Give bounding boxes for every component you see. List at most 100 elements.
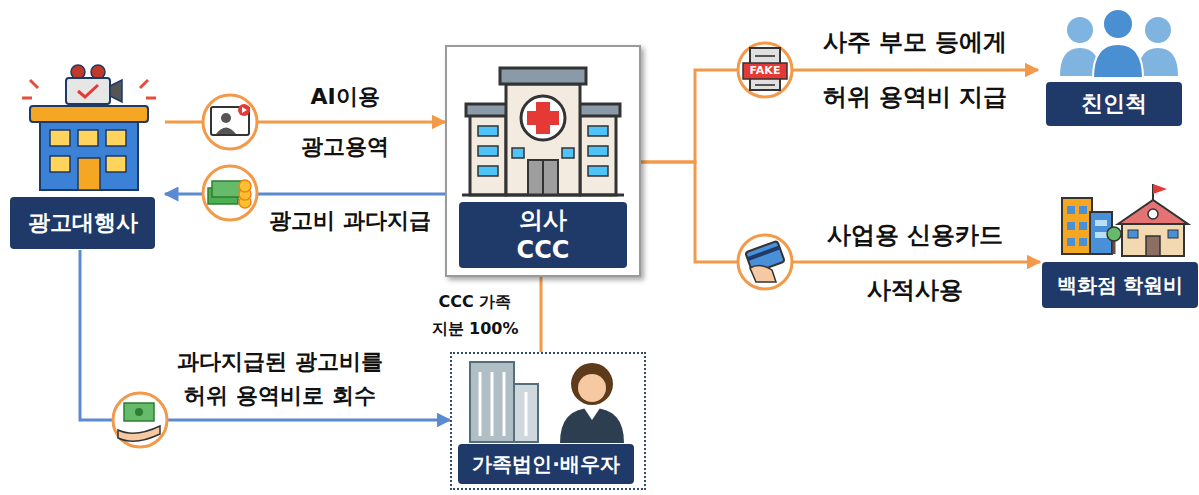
hospital-icon [478, 146, 498, 156]
agency-building-icon [30, 80, 38, 88]
money-hand-badge [135, 408, 143, 416]
node-label-box: 광고대행사 [10, 197, 155, 249]
stamp-text: FAKE [743, 63, 787, 79]
agency-building-icon [71, 65, 85, 79]
credit-card-badge [750, 265, 776, 282]
people-icon [1138, 48, 1178, 76]
credit-card-badge [738, 235, 792, 289]
money-badge [239, 196, 251, 208]
buildings-icon [1079, 238, 1087, 246]
video-ad-badge [216, 128, 236, 135]
edge-label: CCC 가족 지분 100% [425, 288, 525, 342]
agency-building-icon [87, 104, 90, 106]
node-label-box: 의사 CCC [459, 202, 627, 268]
hospital-icon [528, 160, 558, 195]
hospital-icon [527, 111, 559, 125]
flow-arrow [540, 277, 543, 352]
node-box: 광고대행사 [10, 60, 160, 250]
node-box: 백화점 학원비 [1042, 186, 1198, 310]
hospital-icon [478, 126, 498, 136]
agency-building-icon [40, 118, 138, 190]
node-box: 의사 CCC [445, 45, 641, 277]
video-ad-badge [211, 107, 249, 135]
hospital-icon [462, 194, 624, 197]
money-badge [203, 166, 257, 220]
agency-building-icon [91, 65, 105, 79]
hospital-icon [478, 166, 498, 176]
node-label: 광고대행사 [28, 209, 138, 237]
money-badge [212, 181, 242, 197]
buildings-icon [1062, 184, 1188, 256]
buildings-icon [1090, 212, 1112, 254]
buildings-icon [1095, 232, 1107, 238]
buildings-icon [1079, 206, 1087, 214]
node-label: 친인척 [1081, 90, 1147, 118]
agency-building-icon [106, 156, 126, 172]
video-ad-badge [238, 104, 250, 116]
money-hand-badge [113, 393, 167, 447]
credit-card-badge [747, 246, 780, 261]
agency-building-icon [50, 156, 70, 172]
agency-building-icon [110, 80, 122, 102]
corporation-spouse-icon [584, 408, 600, 420]
buildings-icon [1128, 230, 1138, 238]
buildings-icon [1153, 184, 1167, 194]
credit-card-badge [745, 241, 784, 273]
video-ad-badge [242, 107, 247, 113]
money-badge [208, 188, 238, 204]
edge-label: 사업용 신용카드 사적사용 [795, 208, 1035, 318]
edge-label: 사주 부모 등에게 허위 용역비 지급 [795, 15, 1035, 125]
corporation-spouse-icon [578, 374, 606, 402]
hospital-icon [512, 148, 524, 158]
credit-card-badge [738, 235, 792, 289]
money-badge [239, 180, 251, 192]
agency-building-icon [78, 130, 98, 146]
buildings-icon [1122, 222, 1184, 256]
fake-document-badge [743, 63, 787, 79]
hospital-icon [506, 84, 580, 195]
buildings-icon [1079, 222, 1087, 230]
node-label-box: 가족법인·배우자 [458, 444, 634, 484]
video-ad-badge [203, 95, 257, 149]
corporation-spouse-icon [470, 362, 624, 443]
agency-building-icon [22, 97, 32, 100]
buildings-icon [1113, 236, 1116, 254]
hospital-icon [580, 112, 616, 195]
fake-document-badge [755, 84, 775, 86]
node-label: 가족법인·배우자 [472, 451, 620, 477]
hospital-icon [521, 96, 565, 140]
hospital-icon [500, 68, 586, 84]
agency-building-icon [22, 65, 156, 190]
people-icon [1060, 9, 1178, 78]
hospital-icon [588, 166, 608, 176]
corporation-spouse-icon [491, 372, 494, 436]
edge-label: AI이용 광고용역 [292, 72, 398, 172]
agency-building-icon [78, 158, 100, 190]
agency-building-icon [146, 97, 156, 100]
buildings-icon [1107, 227, 1121, 241]
buildings-icon [1146, 236, 1160, 256]
buildings-icon [1118, 200, 1188, 224]
fake-document-badge [738, 43, 792, 97]
node-label: 백화점 학원비 [1057, 272, 1184, 298]
agency-building-icon [106, 130, 126, 146]
flow-arrow [80, 250, 450, 420]
money-badge [239, 188, 251, 200]
buildings-icon [1095, 220, 1107, 226]
corporation-spouse-icon [479, 372, 482, 436]
hospital-icon [562, 148, 574, 158]
hospital-icon [466, 104, 508, 116]
buildings-icon [1067, 222, 1075, 230]
people-icon [1145, 17, 1171, 43]
fake-document-badge [738, 43, 792, 97]
agency-building-icon [66, 78, 110, 104]
money-hand-badge [113, 393, 167, 447]
node-label-box: 백화점 학원비 [1042, 262, 1198, 308]
edge-label: 광고비 과다지급 [250, 206, 450, 236]
money-hand-badge [124, 403, 154, 421]
node-label: 의사 CCC [503, 205, 583, 265]
